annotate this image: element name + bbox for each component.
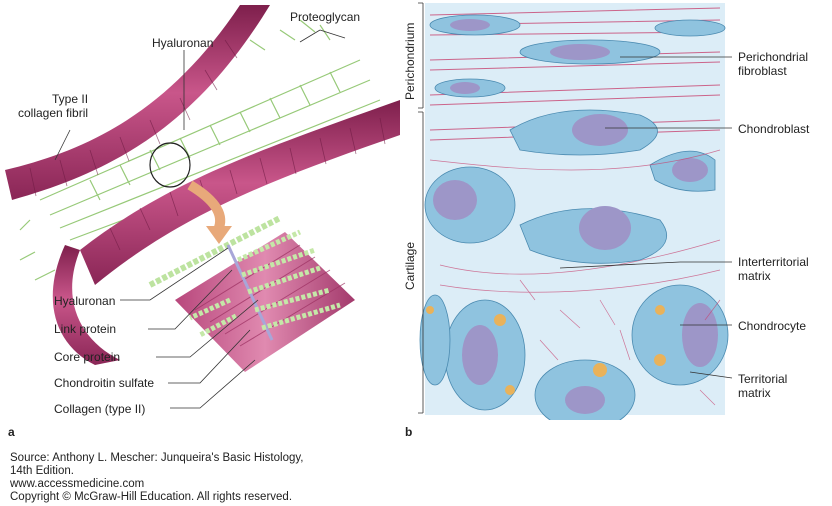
source-link[interactable]: www.accessmedicine.com bbox=[10, 478, 303, 491]
panel-letter-a: a bbox=[8, 425, 15, 439]
label-territorial-matrix: Territorial matrix bbox=[738, 372, 787, 400]
label-hyaluronan-top: Hyaluronan bbox=[152, 36, 213, 50]
copyright-line: Copyright © McGraw-Hill Education. All r… bbox=[10, 491, 303, 504]
source-line-2: 14th Edition. bbox=[10, 465, 303, 478]
label-proteoglycan: Proteoglycan bbox=[290, 10, 360, 24]
label-perichondrium: Perichondrium bbox=[403, 23, 417, 100]
label-type2-fibril: Type II collagen fibril bbox=[18, 92, 88, 120]
label-hyaluronan: Hyaluronan bbox=[54, 294, 115, 308]
panel-letter-b: b bbox=[405, 425, 412, 439]
label-link-protein: Link protein bbox=[54, 322, 116, 336]
label-collagen-type2: Collagen (type II) bbox=[54, 402, 145, 416]
label-chondrocyte: Chondrocyte bbox=[738, 319, 806, 333]
label-perichondrial-fibroblast: Perichondrial fibroblast bbox=[738, 50, 808, 78]
label-chondroitin-sulfate: Chondroitin sulfate bbox=[54, 376, 154, 390]
source-line-1: Source: Anthony L. Mescher: Junqueira's … bbox=[10, 452, 303, 465]
label-interterritorial-matrix: Interterritorial matrix bbox=[738, 255, 809, 283]
label-cartilage: Cartilage bbox=[403, 242, 417, 290]
label-chondroblast: Chondroblast bbox=[738, 122, 809, 136]
label-core-protein: Core protein bbox=[54, 350, 120, 364]
source-attribution: Source: Anthony L. Mescher: Junqueira's … bbox=[10, 452, 303, 504]
